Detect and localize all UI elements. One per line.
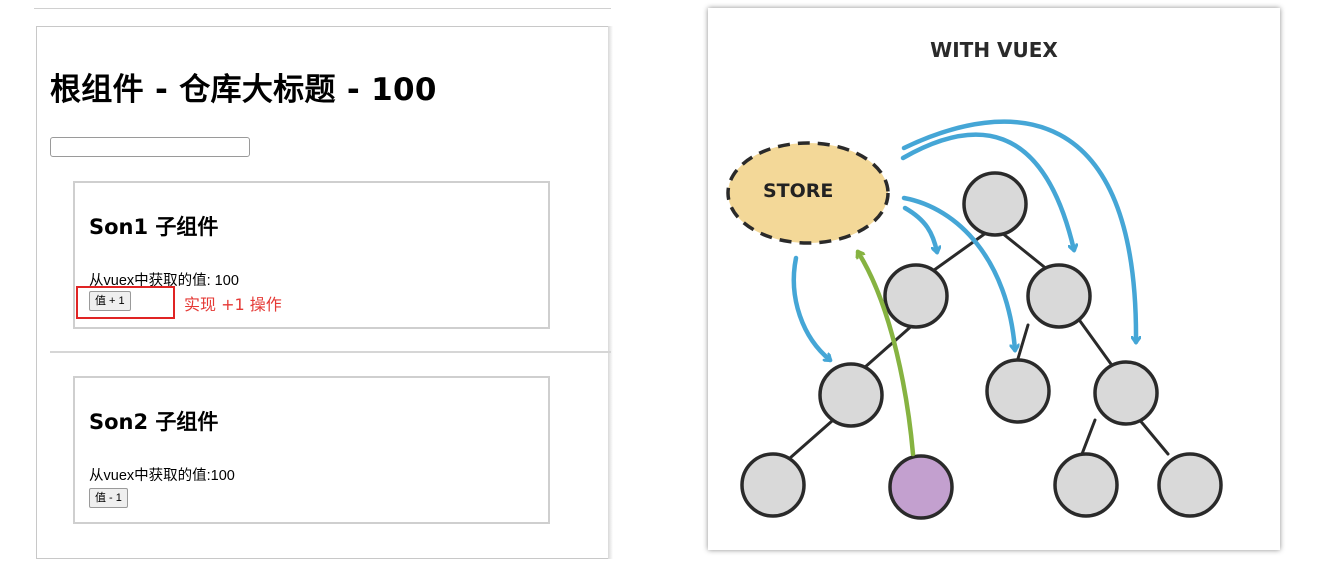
increment-annotation: 实现 +1 操作	[184, 295, 282, 314]
store-blue-arrows	[791, 119, 1136, 363]
vuex-tree-graphic	[726, 119, 1223, 520]
vuex-diagram: WITH VUEX STORE	[708, 8, 1280, 550]
son2-value-text: 从vuex中获取的值:100	[89, 468, 235, 484]
son1-component: Son1 子组件 从vuex中获取的值: 100 值 + 1	[73, 181, 550, 329]
component-divider	[50, 351, 611, 353]
tree-edges	[788, 228, 1170, 460]
store-label: STORE	[763, 180, 834, 202]
son1-value-text: 从vuex中获取的值: 100	[89, 273, 239, 289]
top-border	[34, 8, 611, 9]
tree-node-l3-d	[1157, 452, 1223, 518]
increment-highlight-box	[76, 286, 175, 319]
tree-node-l1-left	[883, 263, 949, 329]
root-title: 根组件 - 仓库大标题 - 100	[50, 72, 437, 108]
son2-title: Son2 子组件	[89, 410, 219, 434]
tree-nodes	[740, 171, 1223, 520]
tree-node-l2-b	[985, 358, 1051, 424]
tree-node-l3-a	[740, 452, 806, 518]
tree-node-root	[962, 171, 1028, 237]
tree-node-l1-right	[1026, 263, 1092, 329]
son1-title: Son1 子组件	[89, 215, 219, 239]
tree-node-l2-c	[1093, 360, 1159, 426]
store-bubble	[726, 141, 890, 245]
mutation-green-arrow	[858, 252, 916, 457]
increment-button[interactable]: 值 + 1	[89, 291, 131, 311]
tree-node-l3-c	[1053, 452, 1119, 518]
diagram-title: WITH VUEX	[930, 38, 1058, 62]
tree-node-l2-a	[818, 362, 884, 428]
frame-shadow	[608, 26, 613, 559]
tree-node-l3-highlight	[888, 454, 954, 520]
son2-component: Son2 子组件 从vuex中获取的值:100 值 - 1	[73, 376, 550, 524]
root-component-frame	[36, 26, 609, 559]
decrement-button[interactable]: 值 - 1	[89, 488, 128, 508]
root-input[interactable]	[50, 137, 250, 157]
